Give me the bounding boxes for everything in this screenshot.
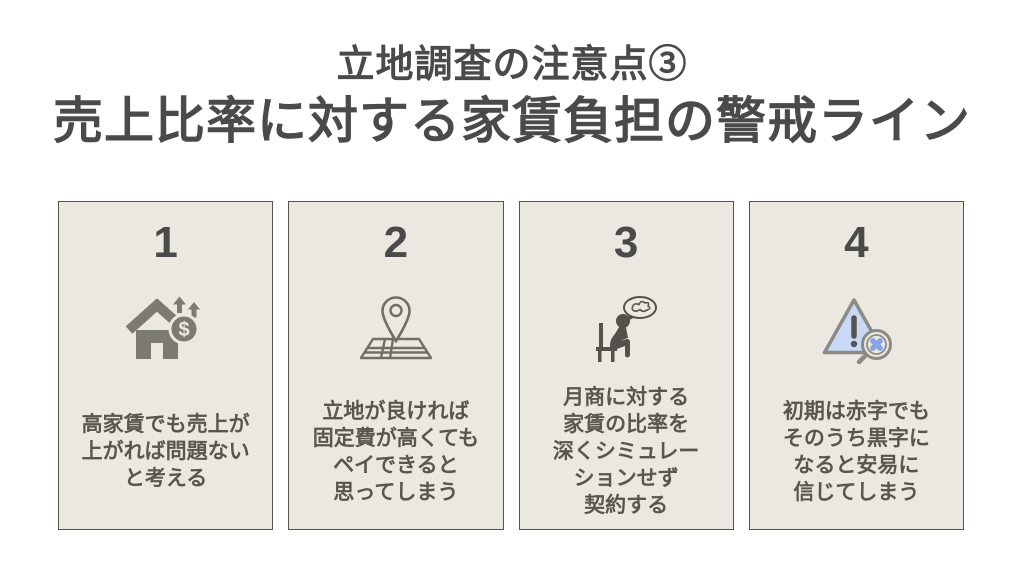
card-1-number: 1 [153,218,178,267]
warning-search-icon [814,274,898,384]
card-1-text: 高家賃でも売上が 上がれば問題ない と考える [81,413,250,490]
card-3-text: 月商に対する 家賃の比率を 深くシミュレー ションせず 契約する [552,386,700,517]
map-pin-icon [354,274,438,384]
card-2: 2 立地が良ければ 固定費が高くても ペイできると 思ってしまう [288,201,504,530]
card-3-number: 3 [613,218,639,267]
slide-title: 立地調査の注意点③ [336,44,688,86]
cards-row: 1 $ 高家賃でも売上が 上がれば問題ない と考える 2 [58,201,964,530]
card-1: 1 $ 高家賃でも売上が 上がれば問題ない と考える [58,201,274,530]
worried-person-icon [584,274,668,384]
house-revenue-icon: $ [124,274,208,384]
dollar-sign: $ [178,319,189,341]
card-3: 3 [518,201,734,530]
card-4: 4 初期は赤字でも そのうち黒字に なると安易に 信じてしまう [748,201,964,530]
card-2-text: 立地が良ければ 固定費が高くても ペイできると 思ってしまう [312,399,480,504]
slide-subtitle: 売上比率に対する家賃負担の警戒ライン [53,93,971,149]
card-4-text: 初期は赤字でも そのうち黒字に なると安易に 信じてしまう [782,399,930,504]
card-4-number: 4 [844,218,869,267]
card-2-number: 2 [383,218,409,267]
